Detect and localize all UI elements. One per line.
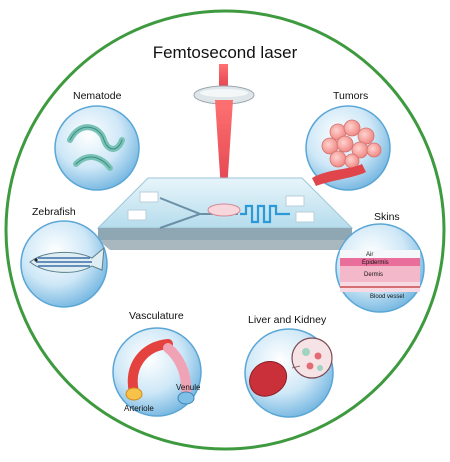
serpentine-channel: [240, 204, 290, 224]
label-liver-kidney: Liver and Kidney: [248, 314, 327, 326]
label-tumors: Tumors: [333, 90, 368, 102]
liver-kidney-bubble: [244, 328, 334, 418]
skin-layer-blood-vessel: Blood vessel: [370, 294, 404, 300]
label-arteriole: Arteriole: [124, 404, 154, 413]
liver-organ: [249, 361, 288, 397]
skin-layer-dermis: Dermis: [364, 272, 383, 278]
laser-beam-focused: [215, 100, 233, 205]
label-nematode: Nematode: [73, 90, 122, 102]
venule-vessel: [163, 343, 192, 401]
vasculature-bubble: Arteriole Venule: [112, 327, 202, 417]
label-venule: Venule: [176, 383, 201, 392]
laser-beam-upper: [219, 64, 228, 92]
skins-bubble: Air Epidermis Dermis Blood vessel: [335, 223, 425, 313]
label-zebrafish: Zebrafish: [32, 206, 76, 218]
focal-spot: [207, 203, 241, 217]
tumor-cluster: [321, 119, 382, 169]
skin-layer-epidermis: Epidermis: [362, 260, 389, 266]
nematode-bubble: [54, 105, 140, 191]
zebrafish-figure: [29, 246, 105, 273]
skin-layer-air: Air: [366, 252, 373, 258]
label-vasculature: Vasculature: [129, 310, 184, 322]
tumors-bubble: [305, 105, 391, 191]
arteriole-vessel: [127, 339, 173, 397]
skin-layers: Air Epidermis Dermis Blood vessel: [340, 250, 420, 300]
tumor-vessel: [312, 164, 366, 186]
microfluidic-chip: [96, 177, 354, 250]
zebrafish-bubble: [20, 220, 108, 308]
label-skins: Skins: [374, 211, 400, 223]
diagram-title: Femtosecond laser: [153, 43, 298, 62]
laser-setup: [96, 64, 354, 250]
kidney-zoom-inset: [291, 337, 333, 379]
